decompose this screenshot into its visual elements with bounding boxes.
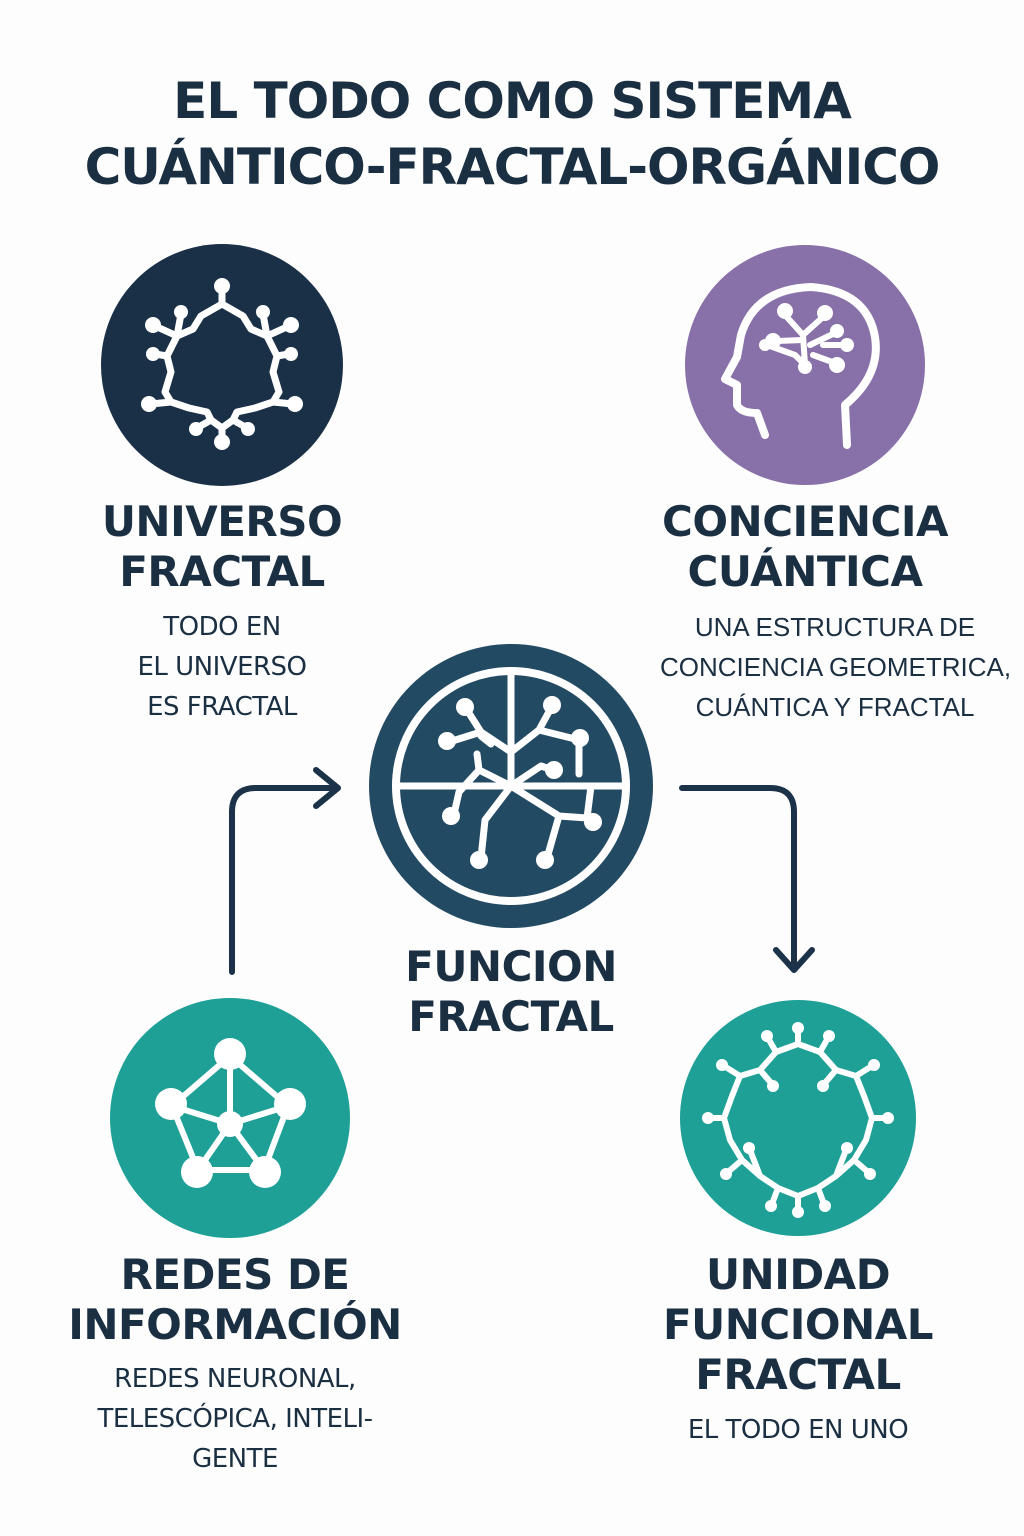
desc-line: UNA ESTRUCTURA DE [694,612,976,642]
title-line-2: CUÁNTICO-FRACTAL-ORGÁNICO [84,138,941,196]
label-line: FUNCIONAL [662,1300,934,1349]
arrow-redes-to-funcion [229,767,341,975]
universo-fractal-circle [101,244,343,486]
desc-line: TODO EN [163,612,281,642]
desc-line: EL UNIVERSO [137,652,307,682]
brain-head-icon [721,283,880,449]
desc-line: CONCIENCIA GEOMETRICA, [660,652,1012,682]
label-line: FUNCION [405,942,617,991]
label-line: UNIDAD [705,1250,891,1299]
redes-informacion-label: REDES DE INFORMACIÓN [40,1250,430,1350]
redes-informacion-circle [110,998,350,1238]
desc-line: REDES NEURONAL, [114,1364,356,1394]
label-line: UNIVERSO [101,497,343,546]
unidad-funcional-label: UNIDAD FUNCIONAL FRACTAL [630,1250,966,1400]
universo-fractal-label: UNIVERSO FRACTAL [72,497,372,597]
page-title: EL TODO COMO SISTEMA CUÁNTICO-FRACTAL-OR… [0,68,1024,200]
label-line: REDES DE [120,1250,350,1299]
desc-line: GENTE [192,1444,278,1474]
unidad-funcional-description: EL TODO EN UNO [630,1410,966,1450]
funcion-fractal-circle [369,644,653,928]
redes-informacion-description: REDES NEURONAL, TELESCÓPICA, INTELI- GEN… [60,1359,410,1479]
conciencia-cuantica-circle [685,245,925,485]
fractal-ring-icon [702,1022,894,1218]
funcion-fractal-label: FUNCION FRACTAL [361,942,661,1042]
network-nodes-icon [155,1038,306,1188]
desc-line: ES FRACTAL [147,692,297,722]
label-line: CONCIENCIA [662,497,948,546]
unidad-funcional-circle [680,1000,916,1236]
label-line: CUÁNTICA [687,547,923,596]
fractal-snowflake-icon [141,278,303,450]
arrow-funcion-to-unidad [679,785,815,973]
title-line-1: EL TODO COMO SISTEMA [173,72,852,130]
fractal-branch-icon [392,667,630,905]
conciencia-cuantica-description: UNA ESTRUCTURA DE CONCIENCIA GEOMETRICA,… [660,607,1012,727]
desc-line: EL TODO EN UNO [687,1415,909,1445]
label-line: INFORMACIÓN [68,1300,402,1349]
label-line: FRACTAL [695,1350,901,1399]
desc-line: TELESCÓPICA, INTELI- [97,1404,373,1434]
universo-fractal-description: TODO EN EL UNIVERSO ES FRACTAL [72,607,372,727]
conciencia-cuantica-label: CONCIENCIA CUÁNTICA [640,497,970,597]
label-line: FRACTAL [119,547,325,596]
label-line: FRACTAL [408,992,614,1041]
desc-line: CUÁNTICA Y FRACTAL [695,692,975,722]
